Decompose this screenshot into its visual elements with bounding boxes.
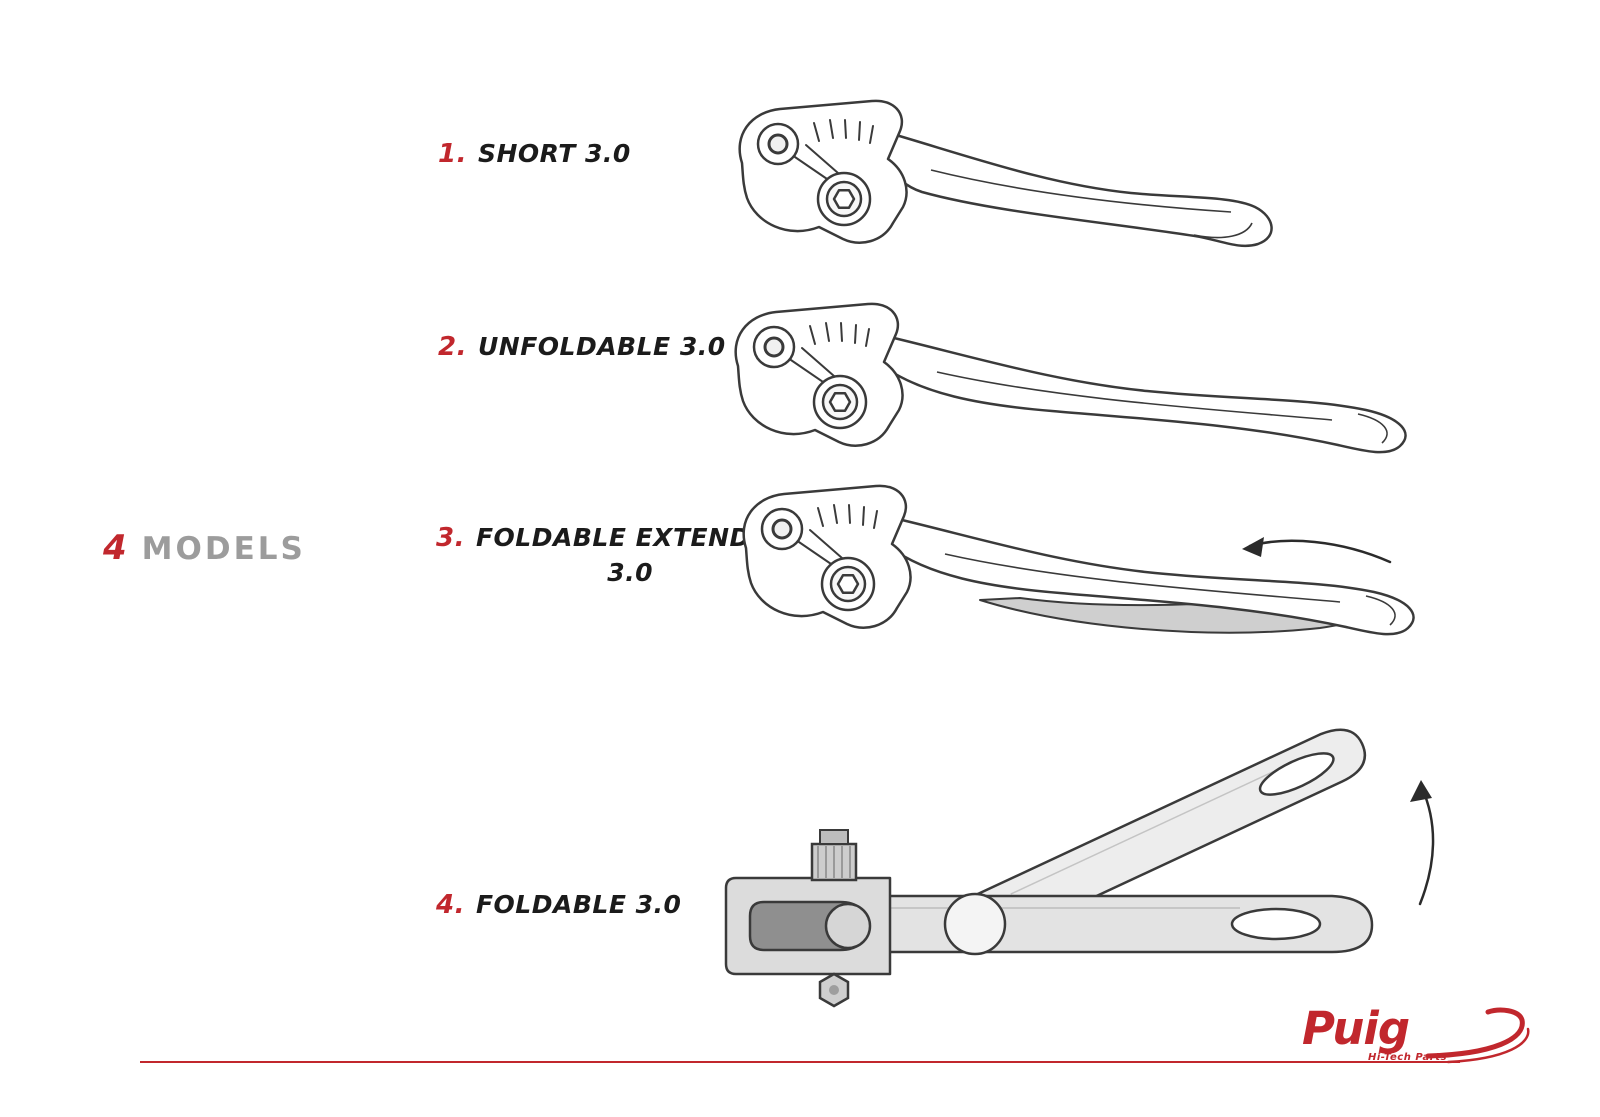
logo-tagline-text: Hi-Tech Parts xyxy=(1368,1052,1447,1063)
models-count: 4 xyxy=(103,528,127,568)
puig-logo: Puig Hi-Tech Parts xyxy=(1298,1002,1533,1066)
label-unfoldable: 2. UNFOLDABLE 3.0 xyxy=(438,330,726,365)
lever-unfoldable-illustration xyxy=(734,302,1407,454)
models-word: MODELS xyxy=(141,531,306,567)
label-foldable: 4. FOLDABLE 3.0 xyxy=(436,888,681,923)
label-foldable-extendable-line2: 3.0 xyxy=(607,558,653,588)
lever-foldable-extendable-illustration xyxy=(742,484,1415,636)
label-unfoldable-text: UNFOLDABLE 3.0 xyxy=(477,332,726,361)
label-short-text: SHORT 3.0 xyxy=(477,139,631,168)
lever-short-illustration xyxy=(738,99,1273,248)
fold-arrow-icon xyxy=(1410,780,1435,906)
logo-swoosh-icon xyxy=(1425,1007,1530,1064)
logo-brand-text: Puig xyxy=(1302,1002,1410,1055)
label-unfoldable-number: 2. xyxy=(438,332,467,362)
label-short-number: 1. xyxy=(438,139,467,169)
lever-foldable-illustration xyxy=(724,728,1435,1008)
label-foldable-extendable-number: 3. xyxy=(436,523,465,553)
label-short: 1. SHORT 3.0 xyxy=(438,137,631,172)
bottom-divider-line xyxy=(140,1061,1460,1063)
label-foldable-text: FOLDABLE 3.0 xyxy=(475,890,682,919)
models-heading: 4 MODELS xyxy=(103,528,306,568)
extend-arrow-icon xyxy=(1242,537,1392,564)
label-foldable-number: 4. xyxy=(436,890,465,920)
